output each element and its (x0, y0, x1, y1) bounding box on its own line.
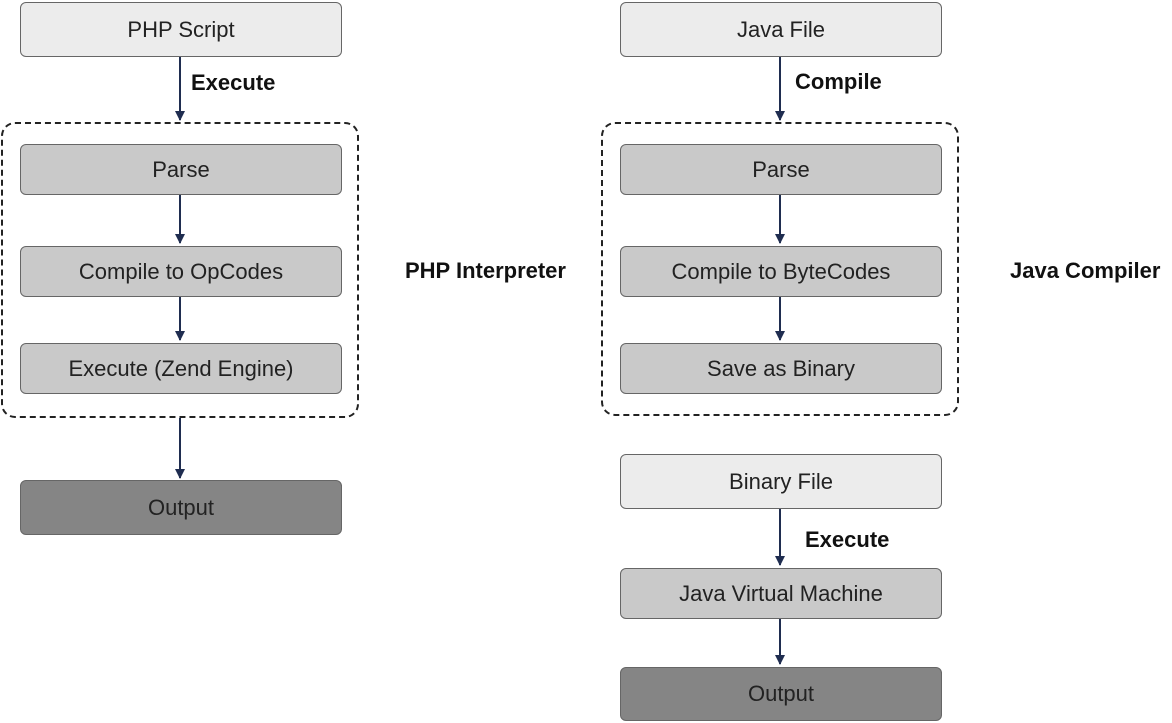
java-output-label: Output (747, 681, 815, 706)
java-compile-step-label: Compile to ByteCodes (671, 258, 891, 284)
php-compile-label: Compile to OpCodes (78, 258, 284, 284)
java-binary-box: Binary File (620, 454, 942, 509)
java-output-box: Output (620, 667, 942, 721)
java-compile-label: Compile (795, 69, 882, 94)
java-save-box: Save as Binary (620, 343, 942, 394)
java-execute-label: Execute (805, 527, 890, 552)
php-execute-engine-label: Execute (Zend Engine) (68, 355, 294, 381)
java-compile-box: Compile to ByteCodes (620, 246, 942, 297)
java-compiler-group (601, 122, 959, 416)
java-file-box: Java File (620, 2, 942, 57)
java-vm-box: Java Virtual Machine (620, 568, 942, 619)
java-compiler-label: Java Compiler (1010, 258, 1161, 283)
php-script-label: PHP Script (127, 16, 235, 42)
php-interpreter-group (1, 122, 359, 418)
java-parse-box: Parse (620, 144, 942, 195)
java-parse-label: Parse (752, 156, 810, 182)
php-script-box: PHP Script (20, 2, 342, 57)
php-parse-box: Parse (20, 144, 342, 195)
php-execute-engine-box: Execute (Zend Engine) (20, 343, 342, 394)
java-save-label: Save as Binary (707, 355, 855, 381)
php-interpreter-label: PHP Interpreter (405, 258, 566, 283)
java-file-label: Java File (736, 16, 826, 42)
java-vm-label: Java Virtual Machine (679, 580, 883, 606)
php-parse-label: Parse (152, 156, 210, 182)
java-binary-label: Binary File (729, 468, 833, 494)
php-output-label: Output (147, 494, 215, 520)
php-output-box: Output (20, 480, 342, 535)
php-compile-box: Compile to OpCodes (20, 246, 342, 297)
php-execute-label: Execute (191, 70, 276, 95)
